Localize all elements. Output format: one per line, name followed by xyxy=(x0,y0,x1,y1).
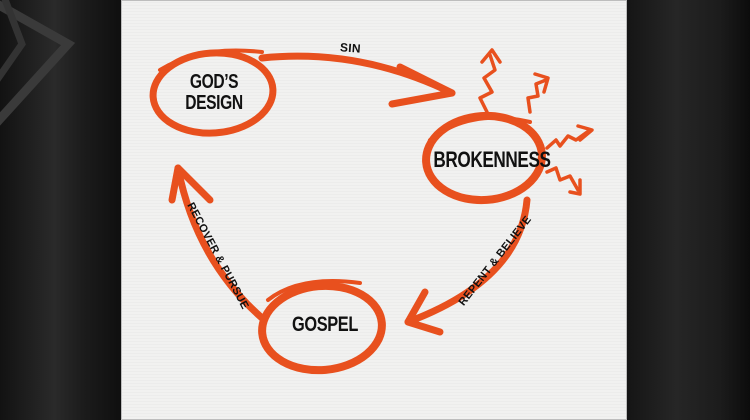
node-gods-design-line1: GOD’S xyxy=(189,71,239,93)
node-gods-design-line2: DESIGN xyxy=(185,92,243,114)
brokenness-burst-icon xyxy=(478,48,594,196)
node-brokenness: BROKENNESS xyxy=(433,147,551,172)
repent-believe-arrow-icon xyxy=(404,196,531,336)
gospel-circle-icon xyxy=(258,279,386,375)
recover-pursue-arrow-icon xyxy=(168,164,266,322)
node-gospel: GOSPEL xyxy=(292,313,358,336)
background-left xyxy=(0,0,121,420)
edge-label-sin: SIN xyxy=(339,40,362,56)
brokenness-circle-icon xyxy=(422,111,546,205)
chevron-decoration-icon xyxy=(0,0,76,126)
sin-arrow-icon xyxy=(258,52,456,108)
background-right xyxy=(627,0,750,420)
node-gods-design: GOD’S DESIGN xyxy=(178,72,250,114)
gods-design-circle-icon xyxy=(149,48,277,137)
